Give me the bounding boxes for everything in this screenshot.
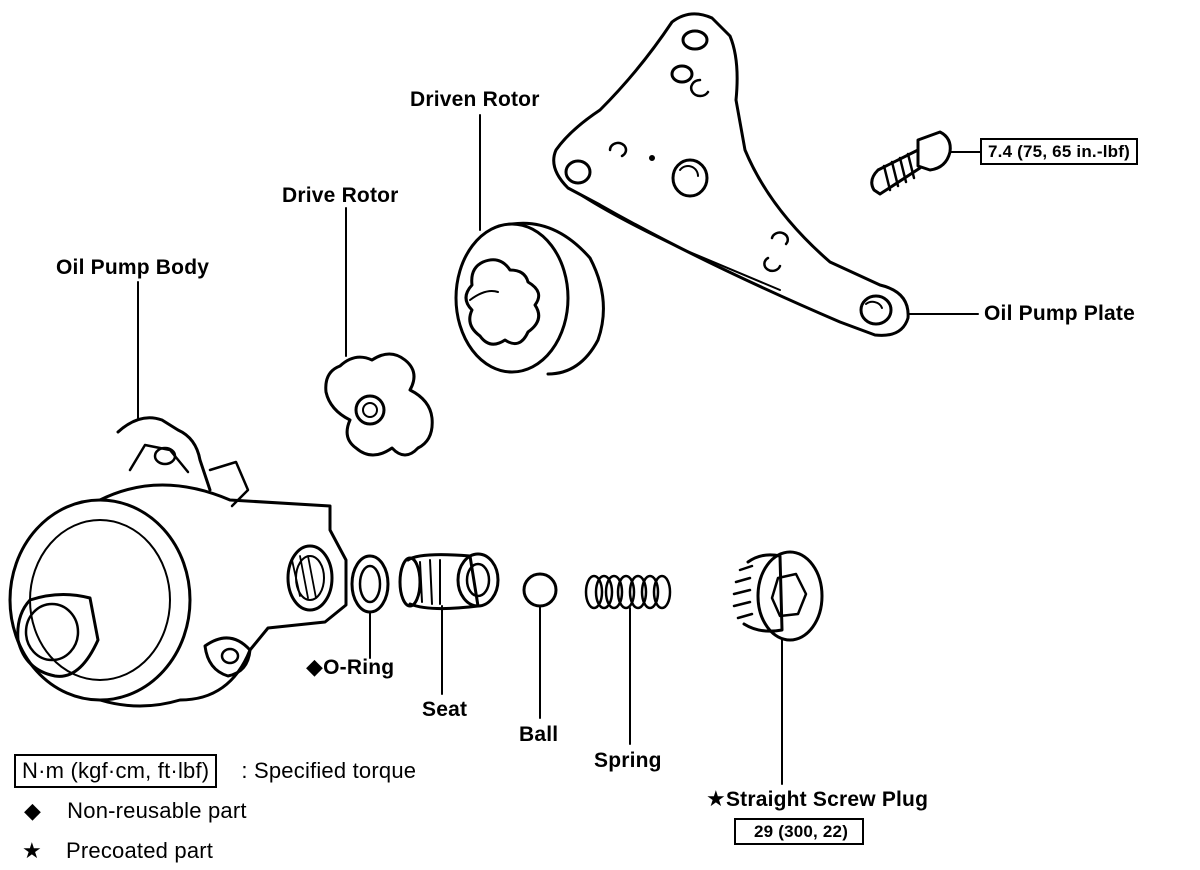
legend-torque-row: N·m (kgf·cm, ft·lbf) : Specified torque xyxy=(14,754,417,788)
straight-screw-plug xyxy=(732,550,824,642)
label-o-ring: ◆O-Ring xyxy=(306,654,395,679)
label-ball: Ball xyxy=(519,723,559,746)
plate-bolt xyxy=(870,130,981,196)
ball xyxy=(522,572,558,608)
torque-screw-plug: 29 (300, 22) xyxy=(734,818,865,845)
legend-precoated-text: Precoated part xyxy=(65,838,214,863)
legend-diamond-icon: ◆ xyxy=(24,798,42,823)
label-seat: Seat xyxy=(422,698,468,721)
legend-non-reusable-row: ◆ Non-reusable part xyxy=(24,800,247,822)
torque-plate-bolt: 7.4 (75, 65 in.-lbf) xyxy=(980,138,1138,165)
leader-lines xyxy=(137,114,979,785)
oil-pump-body xyxy=(8,416,348,708)
label-straight-screw-plug: ★Straight Screw Plug xyxy=(706,786,929,811)
seat xyxy=(398,552,500,611)
o-ring xyxy=(350,554,390,614)
legend-torque-desc: : Specified torque xyxy=(241,758,417,783)
precoated-star-icon: ★ xyxy=(706,786,726,811)
label-driven-rotor: Driven Rotor xyxy=(410,88,540,111)
legend-star-icon: ★ xyxy=(22,838,42,863)
non-reusable-diamond-icon: ◆ xyxy=(306,654,324,679)
oil-pump-plate xyxy=(552,12,910,337)
label-drive-rotor: Drive Rotor xyxy=(282,184,399,207)
label-spring: Spring xyxy=(594,749,662,772)
label-oil-pump-body: Oil Pump Body xyxy=(56,256,210,279)
driven-rotor xyxy=(454,221,605,376)
label-o-ring-text: O-Ring xyxy=(323,656,395,679)
label-straight-screw-plug-text: Straight Screw Plug xyxy=(725,788,929,811)
drive-rotor xyxy=(324,352,434,457)
legend-non-reusable-text: Non-reusable part xyxy=(67,798,247,823)
legend-torque-box: N·m (kgf·cm, ft·lbf) xyxy=(14,754,218,788)
legend-precoated-row: ★ Precoated part xyxy=(22,840,213,862)
label-oil-pump-plate: Oil Pump Plate xyxy=(984,302,1135,325)
spring xyxy=(584,574,672,610)
